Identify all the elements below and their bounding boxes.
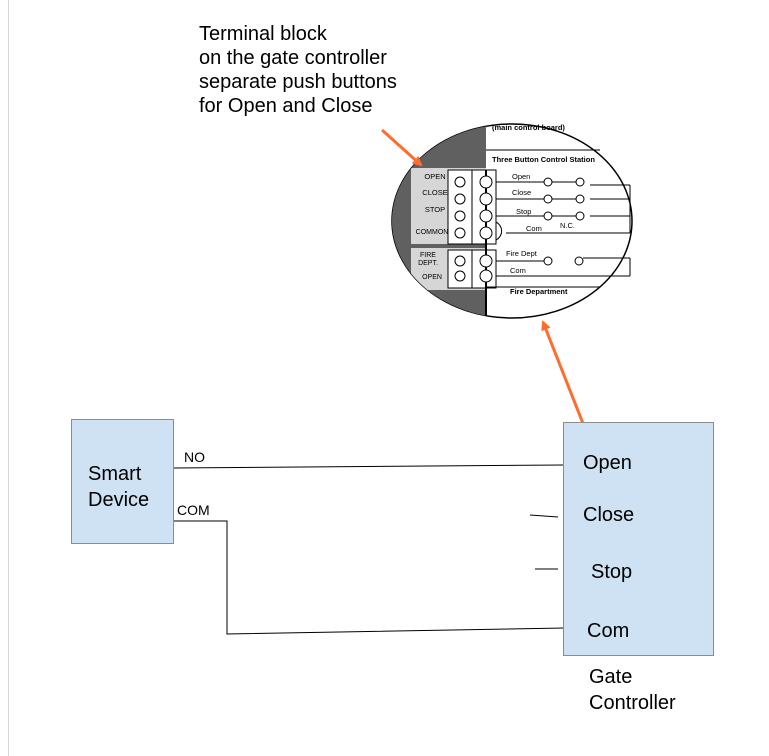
wires xyxy=(173,464,566,635)
smart-device-box xyxy=(71,419,174,544)
inset-fire-com: Com xyxy=(510,266,526,275)
inset-button-close: Close xyxy=(512,188,531,197)
inset-board-label: (main control board) xyxy=(492,123,565,132)
wire-com-to-com xyxy=(174,520,566,635)
smart-device-name-1: Smart xyxy=(88,463,142,485)
terminal-block-inset: OPEN CLOSE STOP COMMON FIRE DEPT. OPEN xyxy=(391,123,633,319)
inset-terminal-dept: DEPT. xyxy=(418,260,438,267)
output-com-label: COM xyxy=(177,502,210,518)
inset-terminal-stop: STOP xyxy=(425,205,445,214)
smart-device-label: Smart Device xyxy=(88,461,149,513)
terminal-screws xyxy=(454,175,493,283)
caption-line-4: for Open and Close xyxy=(199,95,373,117)
inset-button-open: Open xyxy=(512,172,530,181)
caption-line-1: Terminal block xyxy=(199,23,327,45)
inset-terminal-fire: FIRE xyxy=(420,252,436,259)
gate-controller-name-2: Controller xyxy=(589,692,676,714)
callout-arrows xyxy=(380,128,586,427)
inset-button-stop: Stop xyxy=(516,207,531,216)
terminal-close-label: Close xyxy=(583,504,635,526)
wire-no-to-open xyxy=(173,464,566,469)
inset-station-title: Three Button Control Station xyxy=(492,155,595,164)
terminal-com-label: Com xyxy=(587,620,630,642)
button-contacts xyxy=(543,177,585,266)
inset-button-com: Com xyxy=(526,224,542,233)
terminal-caption: Terminal block on the gate controller se… xyxy=(199,22,397,118)
arrow-caption-to-terminal xyxy=(380,128,423,167)
caption-line-2: on the gate controller xyxy=(199,47,387,69)
station-wiring xyxy=(486,149,631,288)
inset-button-nc: N.C. xyxy=(560,221,575,230)
terminal-open-label: Open xyxy=(583,452,632,474)
page-left-border xyxy=(8,0,9,756)
inset-terminal-open: OPEN xyxy=(424,172,445,181)
terminal-stop-label: Stop xyxy=(591,561,633,583)
output-no-label: NO xyxy=(184,449,205,465)
gate-controller-name-1: Gate xyxy=(589,666,633,688)
smart-device-name-2: Device xyxy=(88,489,150,511)
caption-line-3: separate push buttons xyxy=(199,71,397,93)
inset-terminal-common: COMMON xyxy=(416,229,449,236)
inset-fire-title: Fire Department xyxy=(510,287,568,296)
inset-terminal-close: CLOSE xyxy=(422,188,447,197)
gate-controller-box xyxy=(563,422,714,656)
wire-stub-close xyxy=(529,514,559,518)
arrow-controller-to-inset xyxy=(541,320,586,427)
inset-terminal-fire-open: OPEN xyxy=(422,274,442,281)
inset-fire-dept: Fire Dept xyxy=(506,249,538,258)
gate-controller-label: Gate Controller xyxy=(589,664,676,716)
